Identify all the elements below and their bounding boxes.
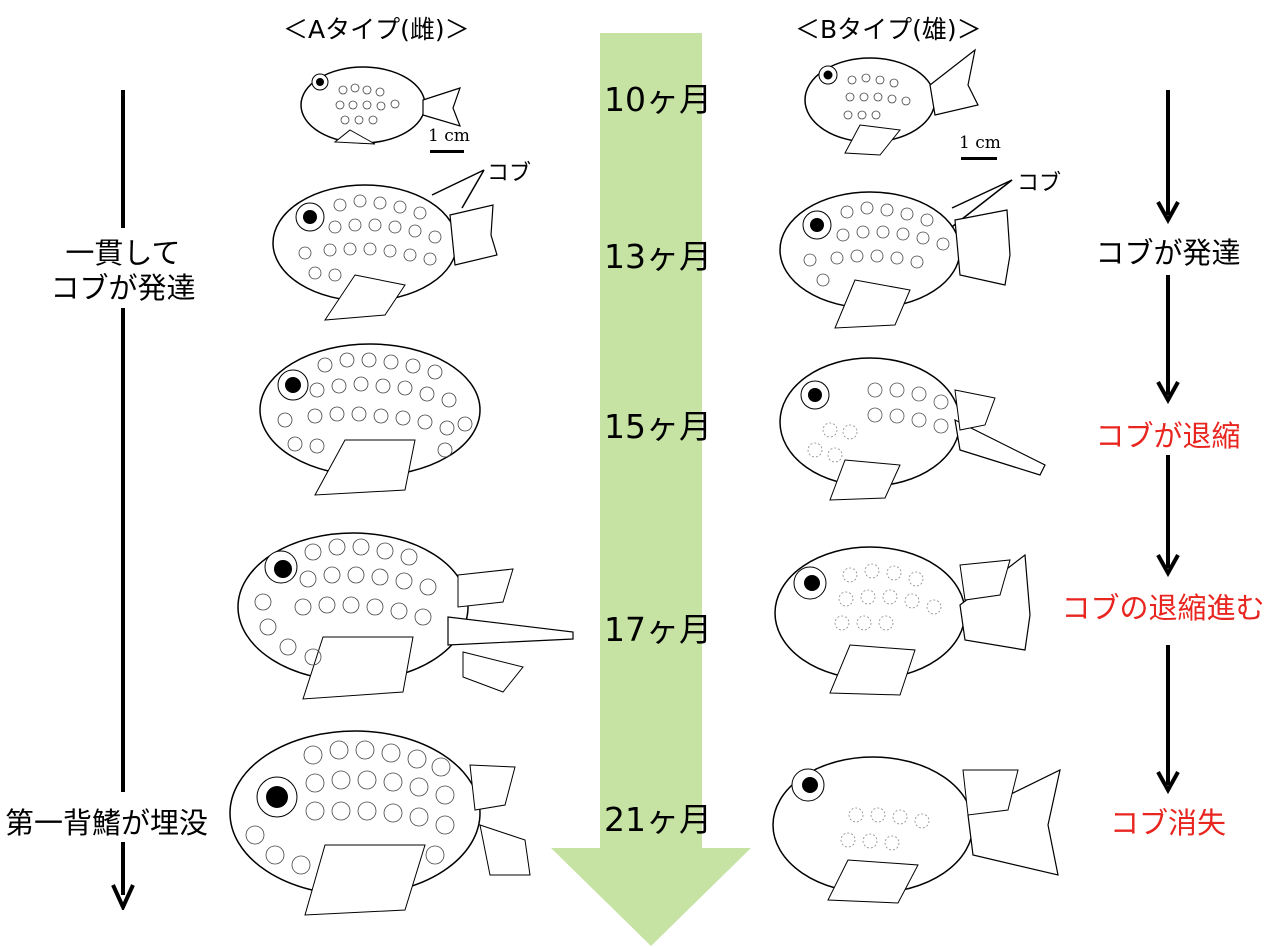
right-label-stage1: コブが発達 [1095,236,1241,270]
fish-b-15months [779,357,1046,501]
left-label-line2: コブが発達 [50,271,196,305]
age-label-21: 21ヶ月 [604,800,712,839]
left-label-line1: 一貫して [65,236,181,270]
right-label-stage4: コブ消失 [1109,806,1226,840]
callout-label-b: コブ [1017,171,1062,196]
fish-a-21months [229,730,531,916]
age-label-15: 15ヶ月 [604,407,712,446]
left-label-dorsal-fin: 第一背鰭が埋没 [5,806,209,840]
callout-arrows-a [431,169,485,209]
scale-bar-label-b: 1 cm [959,133,1001,153]
callout-label-a: コブ [487,161,532,186]
fish-a-10months [300,66,462,145]
scale-bar-b [961,157,997,160]
right-label-stage2: コブが退縮 [1095,419,1241,453]
age-label-10: 10ヶ月 [604,80,712,119]
fish-b-10months [804,48,979,156]
fish-b-21months [772,756,1061,904]
type-a-header: ＜Aタイプ(雌)＞ [283,15,470,44]
left-timeline-line [111,90,135,910]
right-timeline-arrows [1156,90,1180,795]
fish-a-13months [272,184,498,321]
fish-b-17months [774,546,1031,696]
right-label-stage3: コブの退縮進む [1061,591,1265,625]
age-label-13: 13ヶ月 [604,237,712,276]
fish-b-13months [779,191,1011,329]
age-label-17: 17ヶ月 [604,610,712,649]
type-b-header: ＜Bタイプ(雄)＞ [795,15,982,44]
scale-bar-a [430,150,464,153]
scale-bar-label-a: 1 cm [428,126,470,146]
fish-a-15months [259,343,481,496]
fish-a-17months [237,532,574,700]
